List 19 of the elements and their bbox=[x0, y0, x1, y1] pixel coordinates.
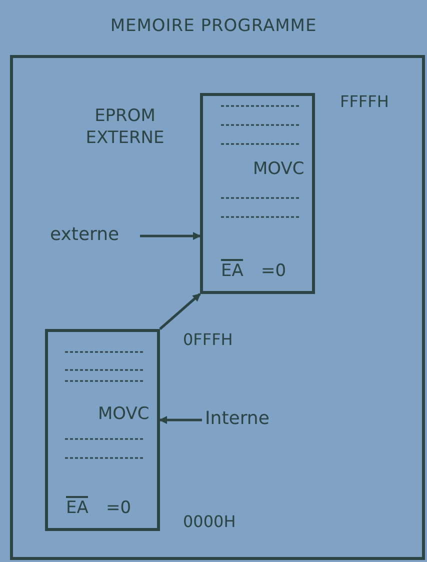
address-label: 0FFFH bbox=[183, 330, 233, 349]
address-label: FFFFH bbox=[340, 92, 389, 111]
address-label: 0000H bbox=[183, 512, 236, 531]
arrow bbox=[159, 416, 202, 424]
memory-block bbox=[200, 93, 315, 294]
signal-name: EA bbox=[221, 259, 244, 281]
arrow bbox=[159, 293, 201, 330]
instruction-text: MOVC bbox=[253, 159, 304, 179]
pointer-label: externe bbox=[50, 224, 138, 248]
memory-map-frame bbox=[10, 55, 425, 560]
instruction-text: MOVC bbox=[98, 404, 150, 424]
memory-block bbox=[45, 329, 160, 531]
arrow bbox=[140, 232, 201, 240]
signal-name: EA bbox=[66, 496, 88, 518]
signal-value: =0 bbox=[106, 498, 132, 518]
signal-value: =0 bbox=[261, 261, 286, 281]
pointer-label: Interne bbox=[205, 408, 297, 432]
memory-caption: EPROM EXTERNE bbox=[84, 105, 166, 149]
diagram-title: MEMOIRE PROGRAMME bbox=[109, 16, 318, 36]
